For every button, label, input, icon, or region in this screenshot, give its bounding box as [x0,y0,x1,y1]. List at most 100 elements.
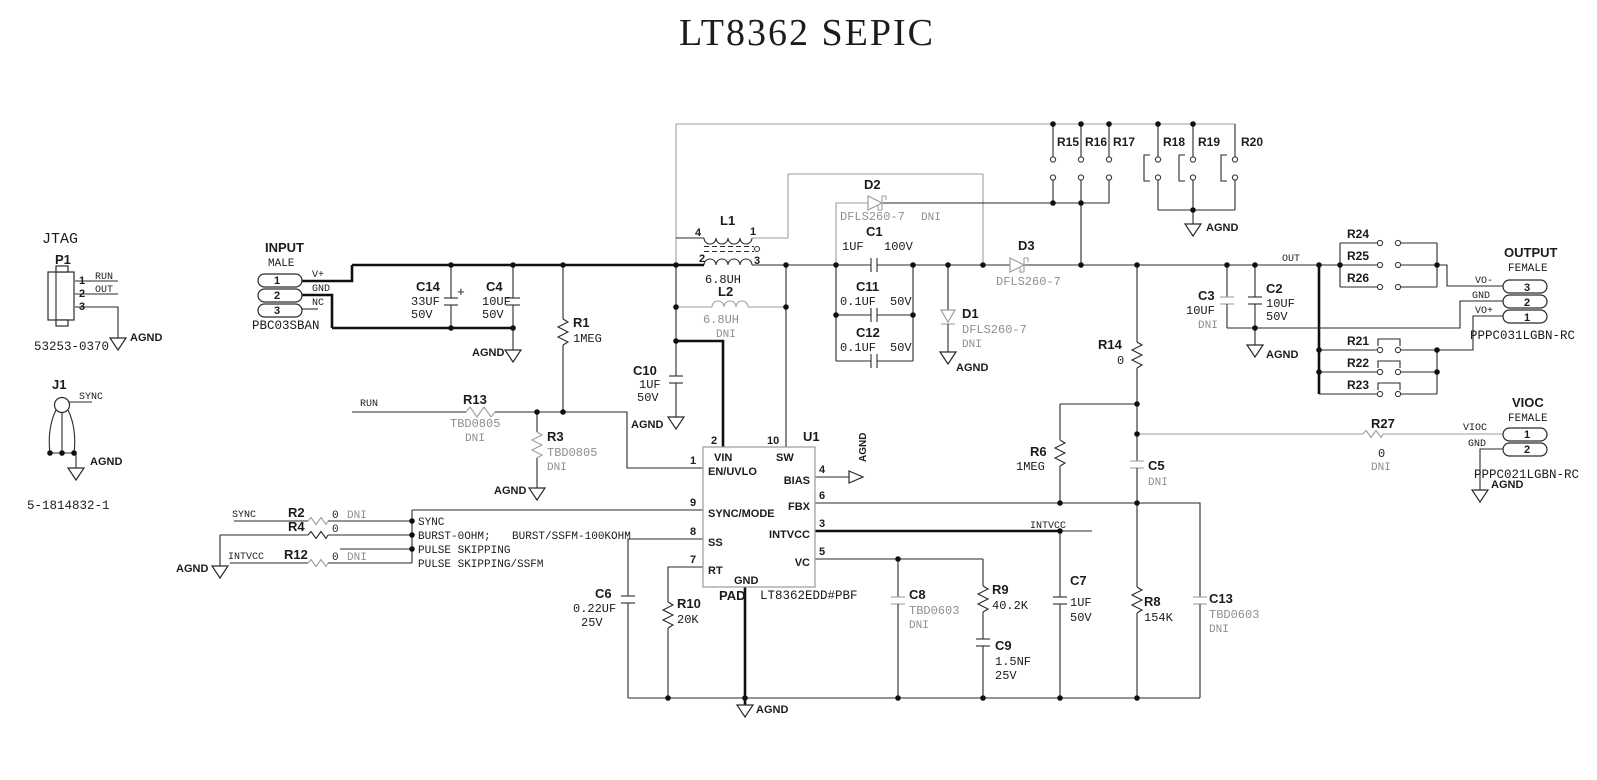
jumper-pad [1077,174,1085,181]
junction-dot [1190,207,1196,213]
junction-dot [409,532,415,538]
r1-value: 1MEG [573,332,602,346]
junction-dot [510,262,516,268]
c2-agnd-label: AGND [1266,349,1298,361]
junction-dot [1134,401,1140,407]
agnd-c4-symbol [503,349,523,364]
r27-value: 0 [1378,447,1385,461]
junction-dot [47,450,53,456]
u1-sw: SW [776,452,794,464]
jumper-R18-bracket [1143,154,1150,182]
c13-dni: DNI [1209,624,1229,636]
mode-pulse-skipping: PULSE SKIPPING [418,545,510,557]
r3-value: TBD0805 [547,446,597,460]
component-symbols [47,156,1548,719]
jumper-pad [1049,156,1057,163]
c10-agnd-label: AGND [631,419,663,431]
c4-voltage: 50V [482,308,504,322]
junction-dot [71,450,77,456]
junction-dot [1134,262,1140,268]
jumper-pad [1376,261,1384,269]
agnd-r19-symbol [1183,223,1203,238]
r2-dni: DNI [347,510,367,522]
u1-pin10-num: 10 [767,435,779,447]
u1-pin2-num: 2 [711,435,717,447]
r10-value: 20K [677,613,699,627]
output-part: PPPC031LGBN-RC [1470,329,1575,343]
c14-value: 33UF [411,295,440,309]
r12-value: 0 [332,552,339,564]
u1-pin7-num: 7 [690,554,696,566]
input-pin2-shell [257,288,303,303]
c10-value: 1UF [639,378,661,392]
diode-D2 [867,195,884,211]
r4-ref: R4 [288,519,305,534]
junction-dot [1434,262,1440,268]
resistor-R2 [307,516,329,526]
wires [48,123,1514,705]
junction-dot [783,262,789,268]
r4-agnd-label: AGND [176,563,208,575]
c12-voltage: 50V [890,341,912,355]
junction-dot [1057,500,1063,506]
labels: LT8362 SEPICJTAGP1123RUNOUTAGND53253-037… [27,12,1579,716]
jumper-pad [1394,283,1402,291]
d2-dni: DNI [921,212,941,224]
c9-ref: C9 [995,638,1012,653]
junction-dot [1106,121,1112,127]
c12-ref: C12 [856,325,880,340]
u1-fbx: FBX [788,501,811,513]
d2-hook2 [877,206,882,211]
input-pin1: 1 [274,275,280,287]
jumper-pad [1105,174,1113,181]
resistor-R6 [1053,439,1067,467]
junction-dot [1078,262,1084,268]
wire-j1-fan1 [48,409,57,454]
r15-ref: R15 [1057,135,1079,149]
resistor-R27 [1362,429,1384,439]
c4-agnd-label: AGND [472,347,504,359]
wire-l1-pin1-link [752,174,789,239]
r27-ref: R27 [1371,416,1395,431]
resistor-R4 [307,530,329,540]
junction-dot [895,556,901,562]
vioc-net-gnd: GND [1468,439,1486,450]
c1-voltage: 100V [884,240,914,254]
input-title: INPUT [265,240,304,255]
input-net-vplus: V+ [312,270,324,281]
r24-ref: R24 [1347,227,1369,241]
input-pin3-shell [257,303,303,318]
junction-dot [895,695,901,701]
r3-ref: R3 [547,429,564,444]
junction-dot [783,304,789,310]
wire-vominus [1437,264,1503,287]
u1-pin1-num: 1 [690,455,696,467]
c10-voltage: 50V [637,391,659,405]
wire-ss [627,538,703,596]
input-gender: MALE [268,258,295,270]
r9-value: 40.2K [992,599,1029,613]
resistor-R1 [556,318,570,346]
jumper-R20-bracket [1220,154,1227,182]
c9-voltage: 25V [995,669,1017,683]
c2-ref: C2 [1266,281,1283,296]
mode-pulse-skipping-ssfm: PULSE SKIPPING/SSFM [418,559,543,571]
junction-dot [1134,695,1140,701]
input-net-gnd: GND [312,284,330,295]
c11-value: 0.1UF [840,295,876,309]
c8-dni: DNI [909,620,929,632]
p1-ref: P1 [55,252,71,267]
u1-part: LT8362EDD#PBF [760,589,858,603]
wire-fbx [815,502,1201,597]
c6-value: 0.22UF [573,602,616,616]
j1-agnd-label: AGND [90,456,122,468]
c4-ref: C4 [486,279,503,294]
junction-dot [448,325,454,331]
r6-ref: R6 [1030,444,1047,459]
d3-hook1 [1024,257,1029,262]
c4-value: 10UF [482,295,511,309]
r3-agnd-label: AGND [494,485,526,497]
r9-ref: R9 [992,582,1009,597]
r16-ref: R16 [1085,135,1107,149]
output-pin2-shell [1502,294,1548,309]
